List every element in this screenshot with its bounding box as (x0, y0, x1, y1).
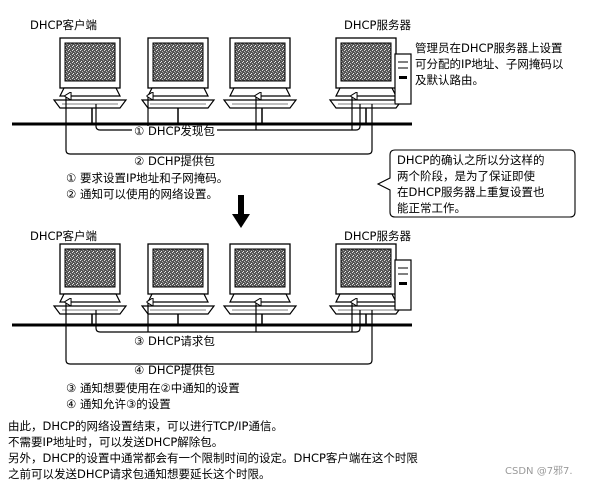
top-client-label: DHCP客户端 (30, 18, 97, 32)
request-arrow (95, 310, 361, 333)
bottom-client-label: DHCP客户端 (30, 229, 97, 243)
transition-arrow (232, 195, 250, 228)
top-client-computer-2 (141, 37, 215, 109)
callout-text: DHCP的确认之所以分这样的 两个阶段，是为了保证即使 在DHCP服务器上重复设… (397, 153, 545, 215)
top-server-label: DHCP服务器 (344, 18, 411, 32)
watermark: CSDN @7邪7. (505, 466, 573, 477)
bottom-client-computer-1 (53, 243, 127, 315)
bottom-client-computer-3 (223, 243, 297, 315)
offer-arrow (66, 96, 373, 155)
ack-notes: ③ 通知想要使用在②中通知的设置 ④ 通知允许③的设置 (66, 381, 240, 411)
footer-text: 由此，DHCP的网络设置结束，可以进行TCP/IP通信。 不需要IP地址时，可以… (8, 419, 418, 481)
offer-notes: ① 要求设置IP地址和子网掩码。 ② 通知可以使用的网络设置。 (66, 171, 229, 201)
admin-note: 管理员在DHCP服务器上设置 可分配的IP地址、子网掩码以 及默认路由。 (415, 41, 564, 87)
top-client-computer-1 (53, 37, 127, 109)
ack-arrow (66, 302, 373, 365)
bottom-client-computer-2 (141, 243, 215, 315)
bottom-server-label: DHCP服务器 (344, 229, 411, 243)
request-label: ③ DHCP请求包 (132, 334, 217, 348)
discover-arrow (95, 104, 361, 131)
ack-label: ④ DHCP提供包 (132, 363, 217, 377)
bottom-server-computer (329, 243, 412, 315)
discover-label: ① DHCP发现包 (132, 124, 217, 138)
offer-label: ② DCHP提供包 (132, 154, 217, 168)
top-client-computer-3 (223, 37, 297, 109)
callout-box (376, 149, 576, 218)
top-server-computer (329, 37, 412, 109)
